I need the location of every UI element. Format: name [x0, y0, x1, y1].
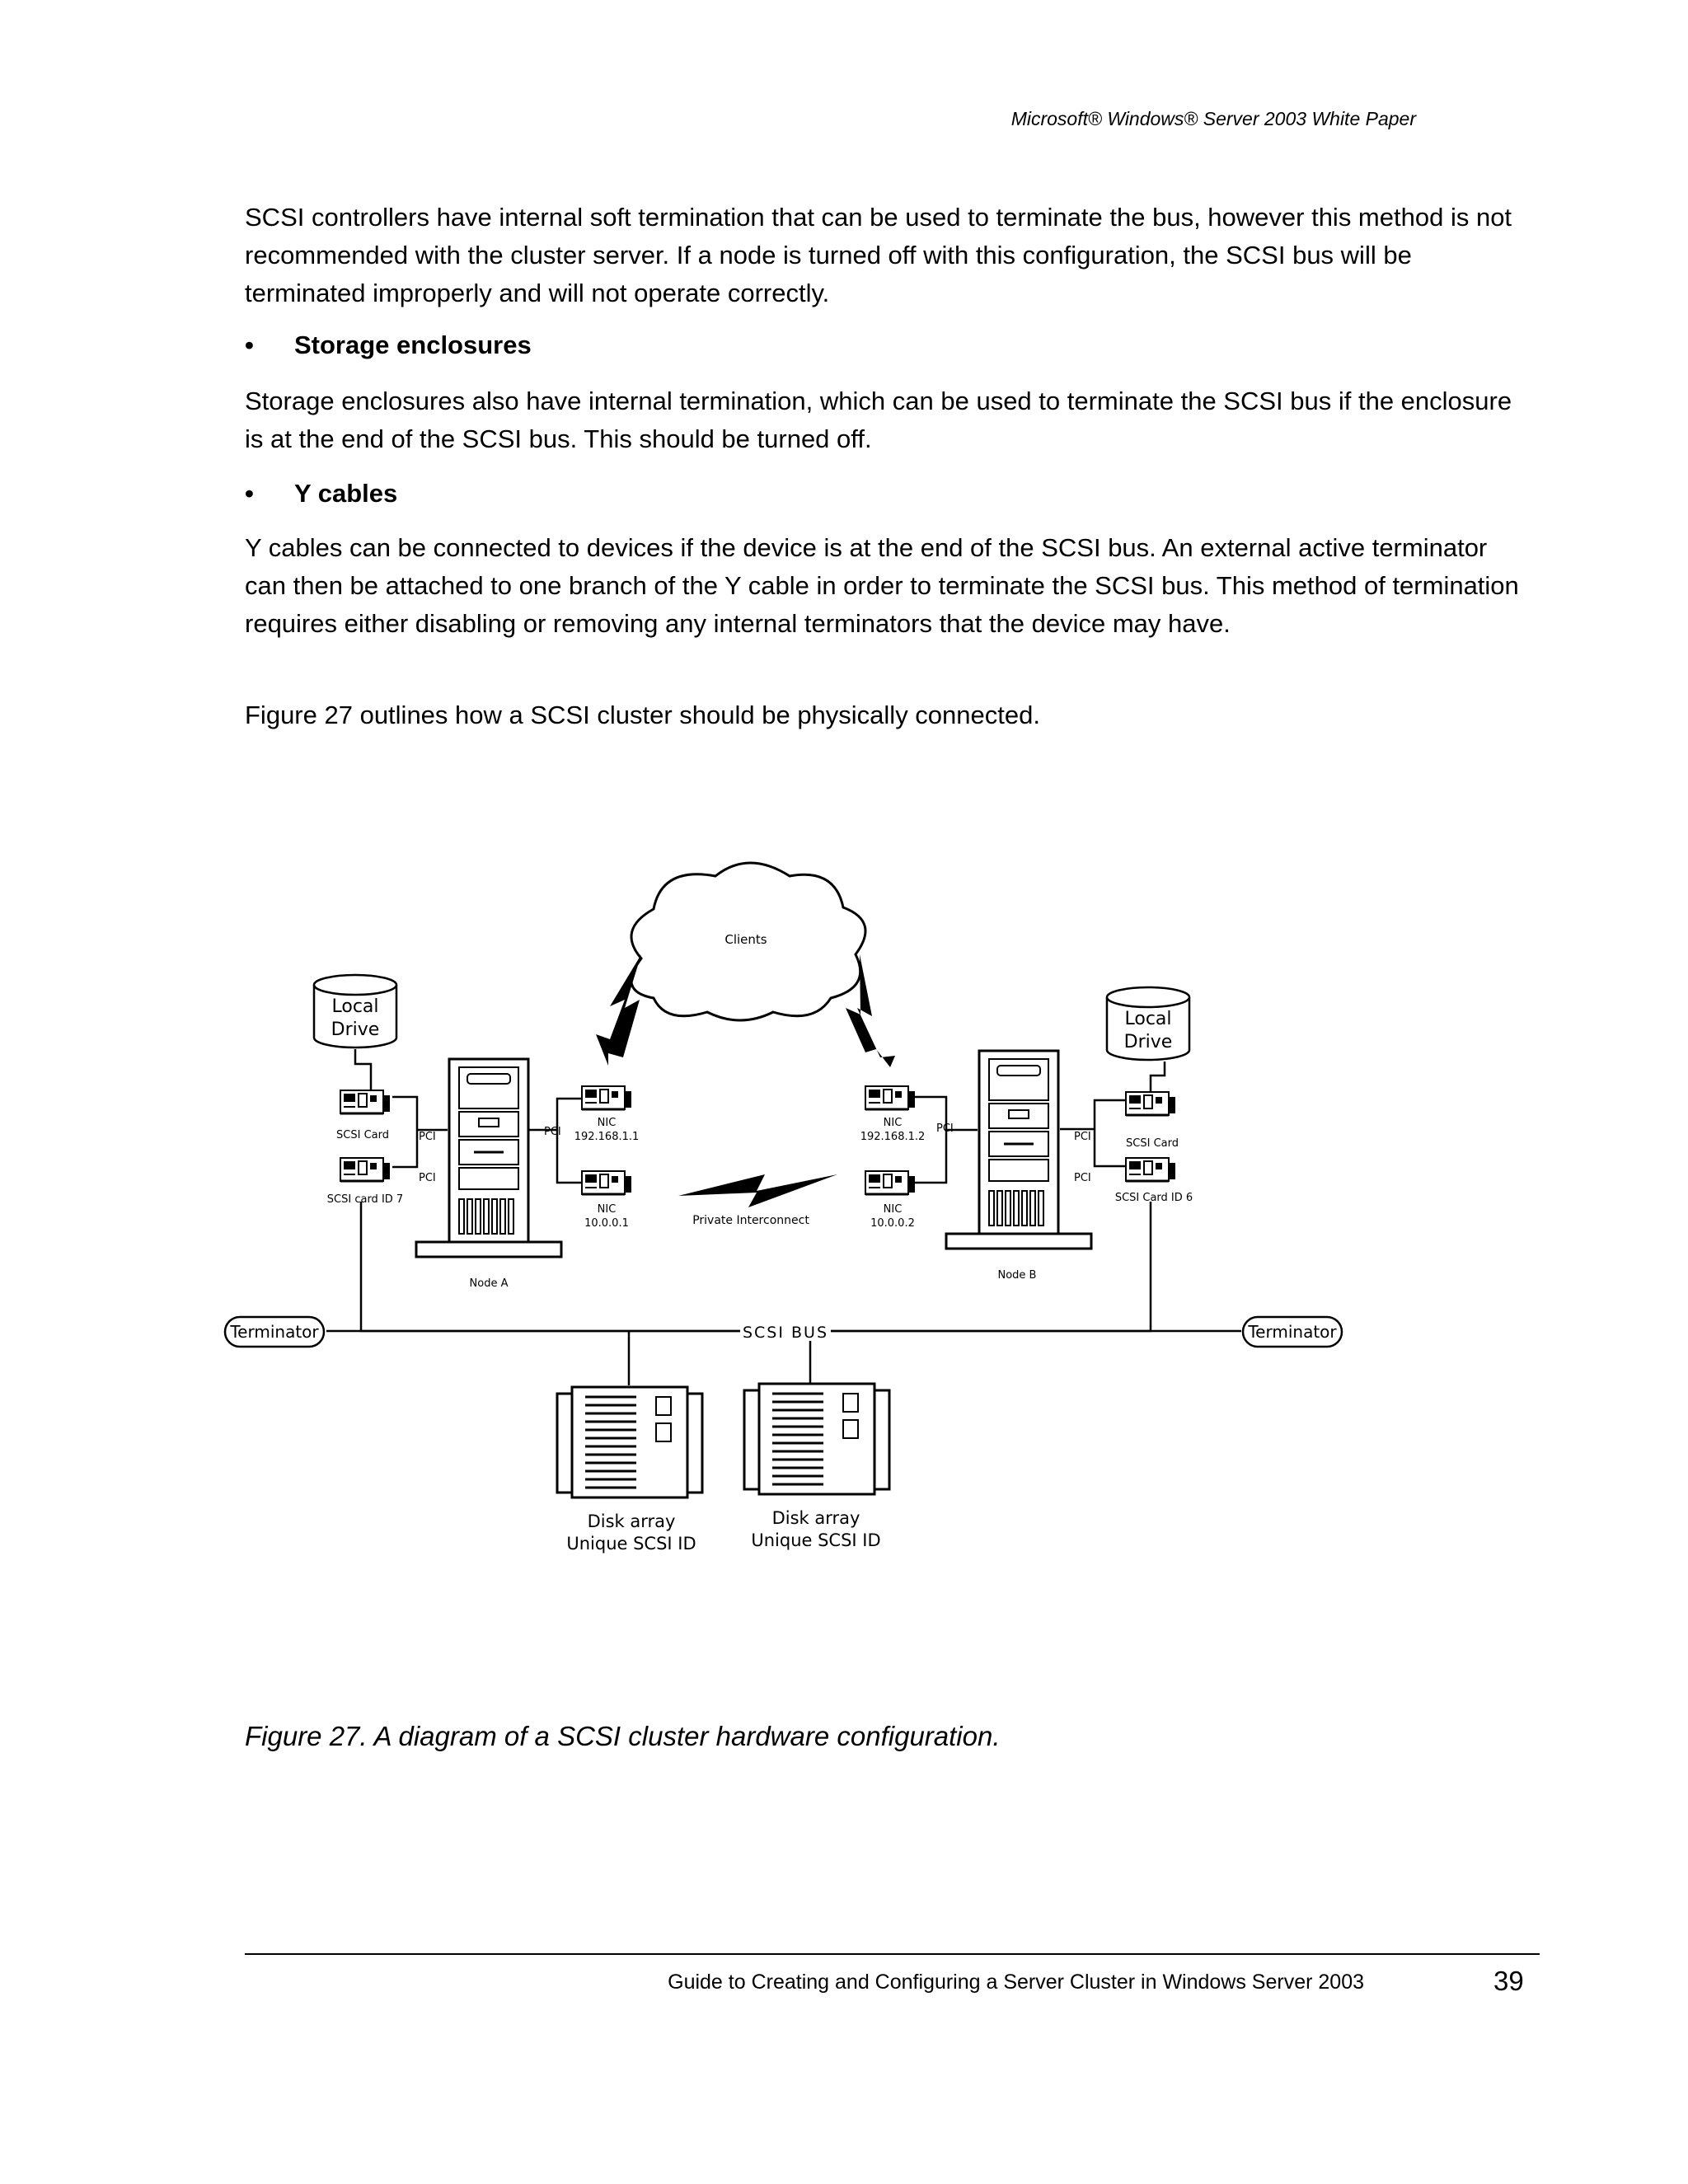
node-b-server-icon	[945, 1049, 1093, 1250]
lightning-bolt-icon	[846, 954, 895, 1067]
terminator-left-label: Terminator	[229, 1322, 319, 1342]
nic-a2-label: NIC	[598, 1203, 617, 1216]
local-drive-a-label1: Local	[331, 996, 378, 1017]
bullet-symbol: •	[245, 479, 254, 508]
nic-b2-icon	[864, 1169, 917, 1196]
page-number: 39	[1493, 1966, 1524, 1996]
paragraph-figure-intro: Figure 27 outlines how a SCSI cluster sh…	[245, 701, 1040, 729]
scsi-card-id7-label: SCSI card ID 7	[327, 1193, 403, 1206]
bullet-label: Y cables	[294, 479, 398, 508]
nic-b1-label: NIC	[884, 1117, 903, 1129]
disk-array-1-icon	[556, 1385, 704, 1499]
scsi-card-id6-icon	[1124, 1156, 1177, 1183]
figure-caption: Figure 27. A diagram of a SCSI cluster h…	[245, 1721, 1001, 1751]
paragraph-soft-termination: SCSI controllers have internal soft term…	[245, 203, 1512, 307]
terminator-right-icon	[1241, 1315, 1343, 1348]
disk-array-1-label: Disk array	[588, 1511, 676, 1531]
paragraph-y-cables: Y cables can be connected to devices if …	[245, 533, 1519, 638]
pci-label: PCI	[419, 1172, 436, 1184]
lightning-bolt-icon	[678, 1174, 837, 1207]
bullet-storage-enclosures: • Storage enclosures	[245, 326, 532, 364]
private-interconnect-label: Private Interconnect	[692, 1214, 809, 1227]
scsi-card-id6-label: SCSI Card ID 6	[1115, 1192, 1193, 1204]
footer-title: Guide to Creating and Configuring a Serv…	[668, 1971, 1364, 1994]
scsi-card-b-icon	[1124, 1090, 1177, 1117]
lightning-bolt-icon	[596, 954, 641, 1066]
scsi-bus-label: SCSI BUS	[743, 1324, 828, 1342]
nic-b1-ip: 192.168.1.2	[860, 1131, 926, 1143]
nic-a2-ip: 10.0.0.1	[584, 1217, 629, 1230]
pci-label: PCI	[419, 1131, 436, 1143]
nic-a1-ip: 192.168.1.1	[574, 1131, 640, 1143]
scsi-card-b-label: SCSI Card	[1126, 1137, 1179, 1150]
pci-label: PCI	[1074, 1131, 1091, 1143]
pci-label: PCI	[936, 1122, 954, 1135]
local-drive-b-label2: Drive	[1124, 1032, 1173, 1052]
clients-cloud-icon	[630, 861, 867, 1022]
node-a-server-icon	[415, 1057, 563, 1258]
bullet-symbol: •	[245, 330, 254, 359]
bullet-label: Storage enclosures	[294, 330, 532, 359]
nic-a1-label: NIC	[598, 1117, 617, 1129]
scsi-card-a-label: SCSI Card	[336, 1129, 389, 1141]
nic-a2-icon	[580, 1169, 633, 1196]
scsi-cluster-diagram: Clients Local Drive Local Drive SCSI Car…	[223, 861, 1343, 1554]
scsi-card-id7-icon	[339, 1156, 392, 1183]
pci-label: PCI	[544, 1126, 561, 1138]
nic-b1-icon	[864, 1085, 917, 1111]
node-b-label: Node B	[998, 1269, 1037, 1282]
node-a-label: Node A	[470, 1277, 509, 1290]
disk-array-2-icon	[743, 1382, 891, 1496]
disk-array-2-id: Unique SCSI ID	[751, 1530, 880, 1550]
terminator-right-label: Terminator	[1247, 1322, 1337, 1342]
bullet-y-cables: • Y cables	[245, 475, 397, 513]
scsi-card-a-icon	[339, 1089, 392, 1115]
clients-label: Clients	[724, 932, 767, 947]
local-drive-a-label2: Drive	[331, 1019, 380, 1040]
nic-a1-icon	[580, 1085, 633, 1111]
footer-divider	[245, 1953, 1540, 1955]
page-header: Microsoft® Windows® Server 2003 White Pa…	[1010, 108, 1416, 129]
nic-b2-label: NIC	[884, 1203, 903, 1216]
terminator-left-icon	[223, 1315, 326, 1348]
local-drive-b-label1: Local	[1124, 1009, 1171, 1029]
disk-array-2-label: Disk array	[772, 1508, 860, 1528]
nic-b2-ip: 10.0.0.2	[870, 1217, 915, 1230]
paragraph-storage-enclosures: Storage enclosures also have internal te…	[245, 387, 1512, 453]
disk-array-1-id: Unique SCSI ID	[566, 1534, 696, 1554]
pci-label: PCI	[1074, 1172, 1091, 1184]
